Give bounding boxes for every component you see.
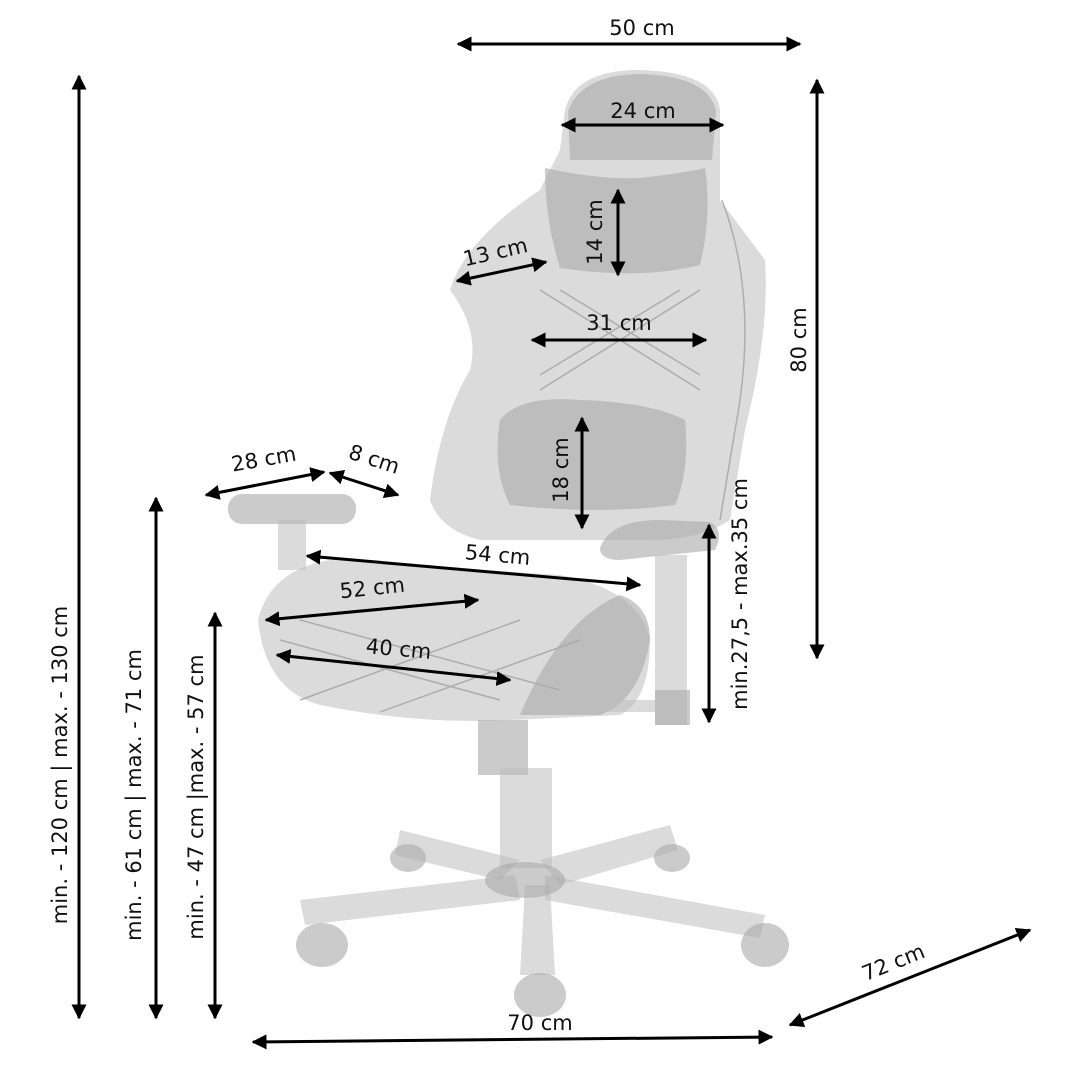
lumbar-cushion <box>497 399 687 510</box>
dim-line-armrest-length <box>204 467 326 500</box>
chair-base <box>300 825 765 975</box>
dim-line-side-wing <box>455 257 548 286</box>
dim-line-seat-diagonal <box>305 549 642 592</box>
label-seat-diagonal: 54 cm <box>464 540 531 570</box>
label-pillow-height: 14 cm <box>583 199 607 264</box>
label-back-width: 31 cm <box>586 311 651 335</box>
label-seat-width: 40 cm <box>365 634 432 664</box>
label-armrest-height: min.27,5 - max.35 cm <box>728 478 752 710</box>
dim-line-base-width <box>251 1029 774 1050</box>
label-armrest-length: 28 cm <box>229 442 298 477</box>
label-seat-height: min. - 47 cm |max. - 57 cm <box>184 654 209 939</box>
label-base-depth: 72 cm <box>859 939 929 986</box>
label-base-width: 70 cm <box>507 1011 572 1035</box>
label-armrest-width: 8 cm <box>346 440 403 479</box>
dim-line-base-depth <box>788 927 1032 1028</box>
label-backrest-height: 80 cm <box>787 307 811 372</box>
casters <box>296 844 789 1017</box>
label-total-height: min. - 120 cm | max. - 130 cm <box>48 606 73 925</box>
head-pillow <box>545 168 708 274</box>
label-headrest-width: 24 cm <box>610 99 675 123</box>
gas-lift <box>478 720 528 775</box>
dim-line-seat-width <box>275 648 512 687</box>
label-lumbar-height: 18 cm <box>549 437 573 502</box>
dimension-lines <box>71 36 1032 1050</box>
headrest-panel <box>568 74 716 160</box>
dim-line-seat-depth <box>264 593 480 627</box>
label-armrest-floor-height: min. - 61 cm | max. - 71 cm <box>122 649 147 941</box>
left-armrest <box>228 494 356 570</box>
label-backrest-width: 50 cm <box>609 16 674 40</box>
dim-line-armrest-width <box>328 470 400 498</box>
